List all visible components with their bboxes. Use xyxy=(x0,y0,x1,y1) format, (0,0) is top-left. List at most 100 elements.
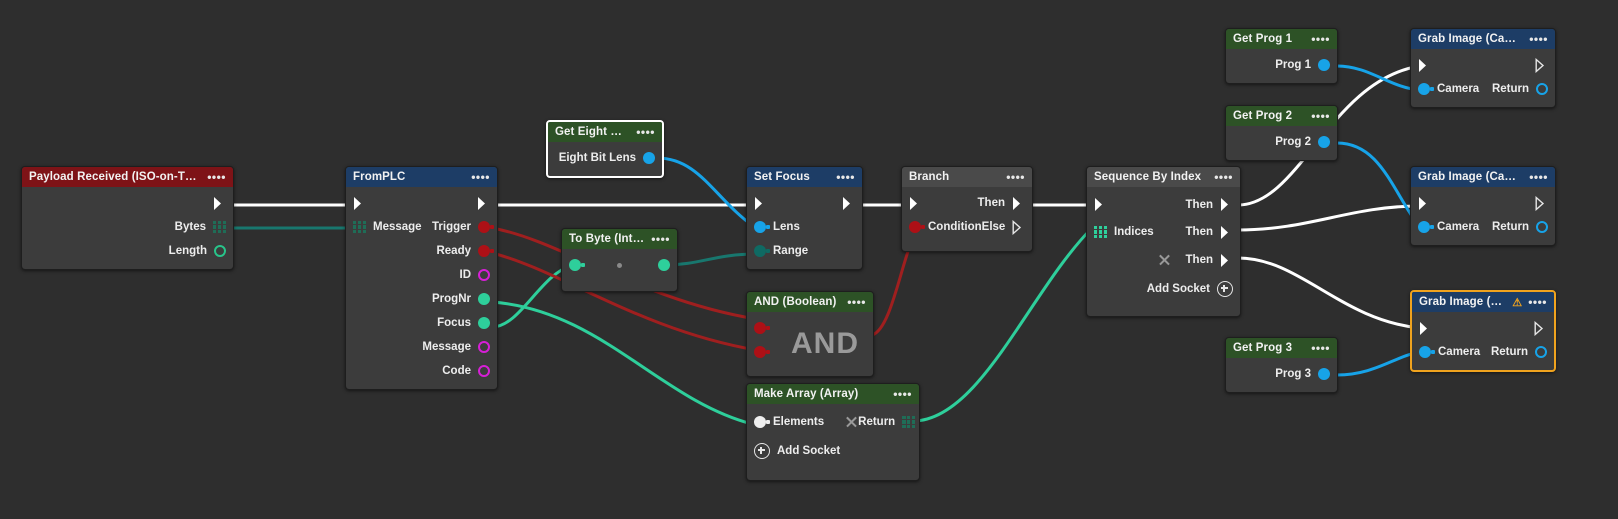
node-menu-icon[interactable]: •••• xyxy=(651,232,670,246)
pin-icon[interactable] xyxy=(1318,136,1330,148)
exec-in-icon[interactable] xyxy=(754,196,767,211)
exec-out-hollow-icon[interactable] xyxy=(1535,195,1548,211)
node-get-prog-2[interactable]: Get Prog 2 •••• Prog 2 xyxy=(1225,105,1338,161)
exec-out-hollow-icon[interactable] xyxy=(1012,219,1025,235)
node-grab-image-1[interactable]: Grab Image (Camera) •••• Camera Return xyxy=(1410,28,1556,108)
array-pin-icon[interactable] xyxy=(1094,225,1107,239)
pin-icon[interactable] xyxy=(478,317,490,329)
node-menu-icon[interactable]: •••• xyxy=(1529,170,1548,184)
exec-out-icon[interactable] xyxy=(1220,197,1233,212)
node-payload-received[interactable]: Payload Received (ISO-on-TCP Client) •••… xyxy=(21,166,234,270)
node-get-prog-3[interactable]: Get Prog 3 •••• Prog 3 xyxy=(1225,337,1338,393)
exec-out-icon[interactable] xyxy=(842,196,855,211)
pin-icon[interactable] xyxy=(1535,346,1547,358)
node-grab-image-2[interactable]: Grab Image (Camera) •••• Camera Return xyxy=(1410,166,1556,246)
pin-icon[interactable] xyxy=(1418,221,1434,233)
node-header[interactable]: Get Prog 3 •••• xyxy=(1226,338,1337,358)
node-menu-icon[interactable]: •••• xyxy=(836,170,855,184)
node-make-array[interactable]: Make Array (Array) •••• Elements Return … xyxy=(746,383,920,481)
exec-in-icon[interactable] xyxy=(909,196,922,211)
pin-icon[interactable] xyxy=(658,259,670,271)
pin-icon[interactable] xyxy=(478,365,490,377)
exec-out-hollow-icon[interactable] xyxy=(1535,57,1548,73)
exec-in-icon[interactable] xyxy=(1419,321,1432,336)
node-menu-icon[interactable]: •••• xyxy=(1311,109,1330,123)
array-pin-icon[interactable] xyxy=(213,220,226,234)
node-header[interactable]: To Byte (Integer) •••• xyxy=(562,229,677,249)
node-menu-icon[interactable]: •••• xyxy=(1311,32,1330,46)
node-header[interactable]: Get Eight Bit Lens •••• xyxy=(548,122,662,142)
pin-icon[interactable] xyxy=(754,221,770,233)
node-header[interactable]: Set Focus •••• xyxy=(747,167,862,187)
pin-icon[interactable] xyxy=(214,245,226,257)
node-header[interactable]: AND (Boolean) •••• xyxy=(747,292,873,312)
pin-icon[interactable] xyxy=(754,322,770,334)
row-add-socket[interactable]: Add Socket xyxy=(1087,274,1240,304)
node-header[interactable]: Grab Image (Camera) ⚠ •••• xyxy=(1412,292,1554,312)
node-and-boolean[interactable]: AND (Boolean) •••• AND xyxy=(746,291,874,377)
node-sequence-by-index[interactable]: Sequence By Index •••• Then Indices Then… xyxy=(1086,166,1241,317)
array-pin-icon[interactable] xyxy=(902,415,916,429)
node-fromplc[interactable]: FromPLC •••• Message Trigger Ready xyxy=(345,166,498,390)
node-menu-icon[interactable]: •••• xyxy=(893,387,912,401)
node-menu-icon[interactable]: •••• xyxy=(636,125,655,139)
pin-icon[interactable] xyxy=(1318,59,1330,71)
pin-icon[interactable] xyxy=(478,269,490,281)
node-header[interactable]: Make Array (Array) •••• xyxy=(747,384,919,404)
node-header[interactable]: Grab Image (Camera) •••• xyxy=(1411,167,1555,187)
node-header[interactable]: Get Prog 2 •••• xyxy=(1226,106,1337,126)
node-menu-icon[interactable]: •••• xyxy=(207,170,226,184)
node-header[interactable]: Get Prog 1 •••• xyxy=(1226,29,1337,49)
exec-out-icon[interactable] xyxy=(1012,196,1025,211)
node-menu-icon[interactable]: •••• xyxy=(1528,295,1547,309)
node-menu-icon[interactable]: •••• xyxy=(1311,341,1330,355)
node-to-byte-integer[interactable]: To Byte (Integer) •••• xyxy=(561,228,678,292)
node-get-eight-bit-lens[interactable]: Get Eight Bit Lens •••• Eight Bit Lens xyxy=(546,120,664,178)
add-socket-icon[interactable] xyxy=(1217,281,1233,297)
node-header[interactable]: Payload Received (ISO-on-TCP Client) •••… xyxy=(22,167,233,187)
node-branch[interactable]: Branch •••• Then Condition Else xyxy=(901,166,1033,252)
exec-out-icon[interactable] xyxy=(477,196,490,211)
node-header[interactable]: Grab Image (Camera) •••• xyxy=(1411,29,1555,49)
remove-socket-icon[interactable] xyxy=(845,416,858,429)
exec-out-icon[interactable] xyxy=(1220,253,1233,268)
pin-icon[interactable] xyxy=(909,221,925,233)
pin-icon[interactable] xyxy=(754,346,770,358)
add-socket-icon[interactable] xyxy=(754,443,770,459)
node-get-prog-1[interactable]: Get Prog 1 •••• Prog 1 xyxy=(1225,28,1338,84)
row-add-socket[interactable]: Add Socket xyxy=(747,436,919,466)
node-menu-icon[interactable]: •••• xyxy=(1006,170,1025,184)
exec-out-hollow-icon[interactable] xyxy=(1534,320,1547,336)
array-pin-icon[interactable] xyxy=(353,220,366,234)
exec-in-icon[interactable] xyxy=(1094,197,1107,212)
node-grab-image-3[interactable]: Grab Image (Camera) ⚠ •••• Camera Return xyxy=(1410,290,1556,372)
pin-icon[interactable] xyxy=(478,221,494,233)
pin-icon[interactable] xyxy=(1418,83,1434,95)
pin-icon[interactable] xyxy=(569,259,585,271)
exec-out-icon[interactable] xyxy=(213,196,226,211)
exec-in-icon[interactable] xyxy=(1418,58,1431,73)
exec-in-icon[interactable] xyxy=(353,196,366,211)
node-set-focus[interactable]: Set Focus •••• Lens Range xyxy=(746,166,863,270)
pin-icon[interactable] xyxy=(754,416,770,428)
pin-icon[interactable] xyxy=(1536,221,1548,233)
pin-icon[interactable] xyxy=(478,293,490,305)
node-header[interactable]: Sequence By Index •••• xyxy=(1087,167,1240,187)
pin-icon[interactable] xyxy=(754,245,770,257)
node-menu-icon[interactable]: •••• xyxy=(471,170,490,184)
node-header[interactable]: Branch •••• xyxy=(902,167,1032,187)
node-menu-icon[interactable]: •••• xyxy=(1529,32,1548,46)
node-menu-icon[interactable]: •••• xyxy=(847,295,866,309)
pin-icon[interactable] xyxy=(1318,368,1330,380)
exec-out-icon[interactable] xyxy=(1220,225,1233,240)
pin-icon[interactable] xyxy=(643,152,655,164)
pin-icon[interactable] xyxy=(1536,83,1548,95)
node-header[interactable]: FromPLC •••• xyxy=(346,167,497,187)
pin-icon[interactable] xyxy=(478,341,490,353)
node-menu-icon[interactable]: •••• xyxy=(1214,170,1233,184)
pin-icon[interactable] xyxy=(478,245,494,257)
exec-in-icon[interactable] xyxy=(1418,196,1431,211)
pin-icon[interactable] xyxy=(1419,346,1435,358)
remove-socket-icon[interactable] xyxy=(1158,254,1171,267)
